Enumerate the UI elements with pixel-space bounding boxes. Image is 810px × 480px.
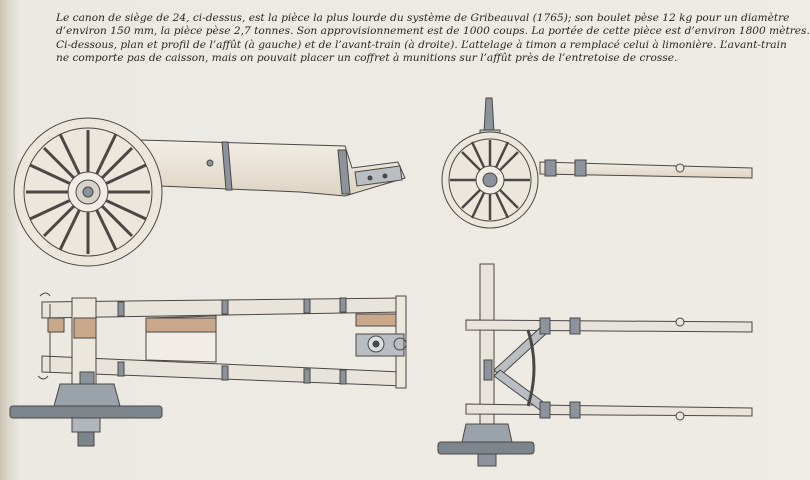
limber-plan-wheel-drawing <box>437 423 535 467</box>
carriage-profile-drawing <box>13 117 406 267</box>
limber-plan-drawing <box>437 263 753 467</box>
caption-line: Le canon de siège de 24, ci-dessus, est … <box>56 12 790 24</box>
pintle-plate-drawing <box>355 333 407 357</box>
engraving-drawings <box>9 97 753 467</box>
caption-line: d’environ 150 mm, la pièce pèse 2,7 tonn… <box>56 25 810 38</box>
caption-line: ne comporte pas de caisson, mais on pouv… <box>56 52 678 65</box>
plate-caption: Le canon de siège de 24, ci-dessus, est … <box>56 12 810 66</box>
limber-profile-drawing <box>441 97 753 229</box>
limber-wheel-drawing <box>441 131 539 229</box>
carriage-wheel-drawing <box>13 117 163 267</box>
caption-line: Ci-dessous, plan et profil de l’affût (à… <box>56 38 787 51</box>
carriage-plan-wheel-drawing <box>9 371 163 447</box>
carriage-plan-drawing <box>9 292 407 447</box>
